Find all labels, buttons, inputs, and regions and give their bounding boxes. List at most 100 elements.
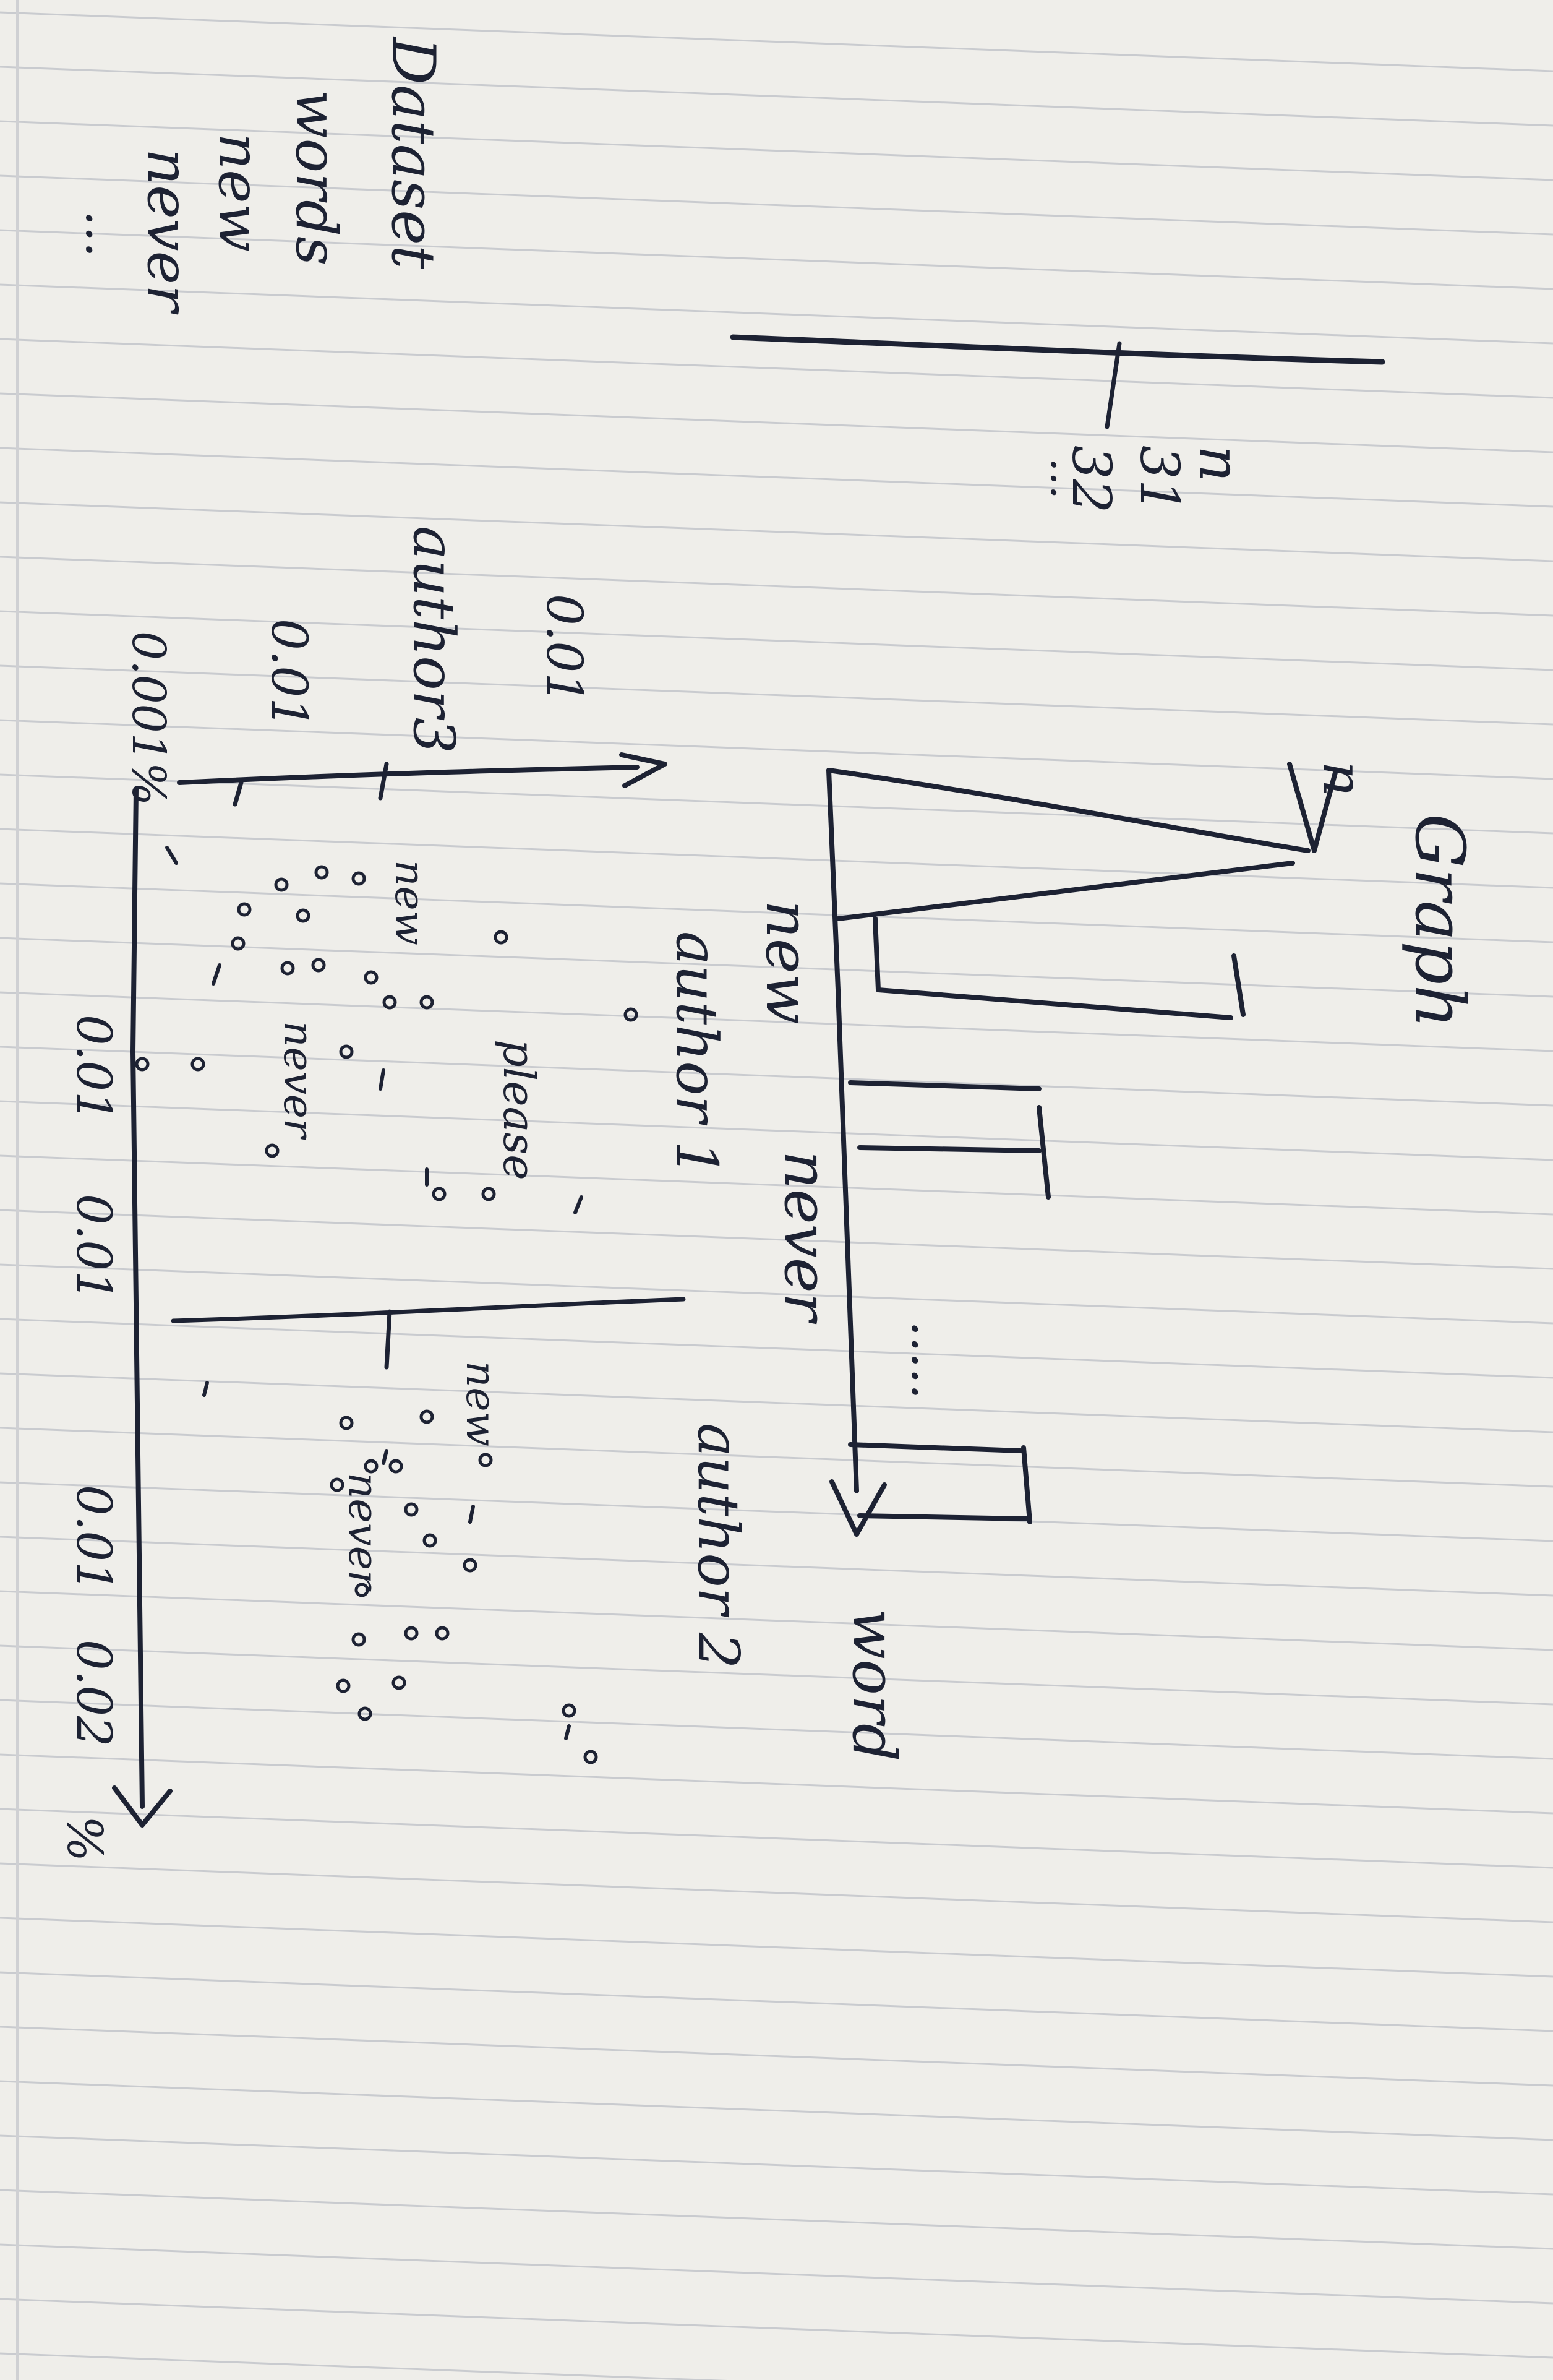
scatter-tick-mark	[564, 1724, 571, 1740]
scatter-point	[274, 877, 289, 892]
ruled-line	[0, 1753, 1553, 1815]
scatter-point-never-2: never	[340, 1472, 387, 1592]
ruled-line	[0, 66, 1553, 127]
ruled-line	[0, 283, 1553, 345]
scatter-point	[391, 1675, 406, 1690]
ruled-line	[0, 11, 1553, 72]
ruled-line	[0, 2298, 1553, 2359]
scatter-y-tick-low: 0.001%	[122, 631, 175, 806]
scatter-point	[357, 1706, 372, 1721]
bar-graph-x-axis	[826, 768, 859, 1493]
scatter-point	[623, 1007, 638, 1022]
scatter-point	[388, 1459, 403, 1474]
ruled-line	[0, 1699, 1553, 1760]
bar-graph: Graph n word new never .....	[753, 761, 1479, 1761]
ruled-line	[0, 991, 1553, 1052]
ruled-line	[0, 174, 1553, 236]
scatter-x-axis	[130, 786, 145, 1809]
scatter-point-new-1: new	[386, 860, 434, 945]
ruled-line	[0, 1100, 1553, 1161]
scatter-y-axis-arrow	[619, 752, 667, 788]
bar-ellipsis-word	[848, 1442, 1032, 1524]
ruled-line	[0, 1917, 1553, 1978]
ruled-line	[0, 937, 1553, 998]
dataset-divider-line	[730, 334, 1385, 365]
bar-label-new: new	[753, 900, 822, 1025]
ruled-line	[0, 229, 1553, 290]
scatter-graph: author3 0.01 0.01 0.001% 0.01 0.01 0.01 …	[56, 526, 751, 1862]
scatter-panel-divider-2	[171, 1297, 686, 1370]
dataset-count-31: 31	[1128, 445, 1190, 513]
scatter-tick-mark	[212, 963, 221, 986]
ruled-line	[0, 392, 1553, 453]
ruled-line	[0, 447, 1553, 508]
ruled-line	[0, 2134, 1553, 2196]
scatter-points	[135, 846, 638, 1764]
scatter-point	[404, 1626, 419, 1641]
scatter-point	[351, 871, 366, 886]
scatter-point	[336, 1678, 351, 1693]
ruled-line	[0, 1318, 1553, 1379]
scatter-point-new-2: new	[457, 1361, 505, 1446]
dataset-count-header: n	[1186, 445, 1252, 482]
bar-graph-y-axis	[826, 768, 1311, 853]
scatter-point	[339, 1416, 354, 1430]
scatter-x-tick-3: 0.01	[66, 1485, 121, 1592]
ruled-line	[0, 1209, 1553, 1270]
scatter-point	[265, 1143, 280, 1158]
scatter-point-never-1: never	[275, 1021, 322, 1140]
ruled-line	[0, 2352, 728, 2380]
scatter-point	[339, 1044, 354, 1059]
bar-ellipsis: .....	[901, 1321, 958, 1399]
dataset-title: Dataset	[379, 36, 448, 269]
ruled-line	[0, 2243, 1553, 2305]
bar-label-never: never	[771, 1151, 841, 1325]
ruled-line	[0, 338, 1553, 399]
scatter-x-axis-arrow	[112, 1785, 173, 1828]
dataset-column-line	[1105, 341, 1122, 429]
ruled-line	[0, 1427, 1553, 1488]
ruled-line	[0, 1481, 1553, 1542]
bar-new	[836, 861, 1295, 1020]
ruled-line	[0, 2026, 1553, 2087]
ruled-line	[0, 1644, 1553, 1706]
dataset-word-new: new	[206, 133, 272, 252]
bar-never	[848, 1080, 1051, 1200]
scatter-point	[435, 1626, 450, 1641]
scatter-point	[311, 958, 326, 973]
scatter-point	[364, 1459, 379, 1474]
scatter-point	[463, 1558, 477, 1573]
scatter-y-tick-mid: 0.01	[260, 619, 318, 729]
ruled-line	[0, 773, 1553, 835]
scatter-x-tick-1: 0.01	[66, 1015, 121, 1122]
scatter-tick-mark	[573, 1195, 583, 1214]
dataset-count-ellipsis: ...	[1041, 458, 1092, 499]
ruled-line	[0, 1808, 1553, 1869]
scatter-point	[190, 1057, 205, 1072]
dataset-word-header: words	[283, 90, 349, 265]
ruled-line	[0, 1046, 1553, 1107]
scatter-tick-mark	[379, 1068, 385, 1091]
ruled-line	[0, 1590, 1553, 1651]
scatter-point	[419, 1409, 434, 1424]
scatter-point	[494, 930, 508, 945]
ruled-line	[0, 1372, 1553, 1433]
bar-graph-y-label: n	[1310, 761, 1375, 797]
ruled-line	[0, 664, 1553, 726]
scatter-tick-mark	[202, 1381, 209, 1397]
ruled-line	[0, 556, 1553, 617]
bar-graph-y-axis-arrow	[1287, 762, 1338, 853]
scatter-point	[478, 1453, 493, 1467]
scatter-panel-label-author1: author 1	[664, 931, 730, 1177]
scatter-point	[404, 1502, 419, 1517]
ruled-line	[0, 1536, 1553, 1597]
scatter-point	[351, 1632, 366, 1647]
scatter-x-tick-2: 0.01	[66, 1194, 121, 1302]
scatter-point	[296, 908, 310, 923]
dataset-word-ellipsis: ...	[75, 210, 132, 257]
ruled-line	[0, 828, 1553, 889]
scatter-point	[422, 1533, 437, 1548]
